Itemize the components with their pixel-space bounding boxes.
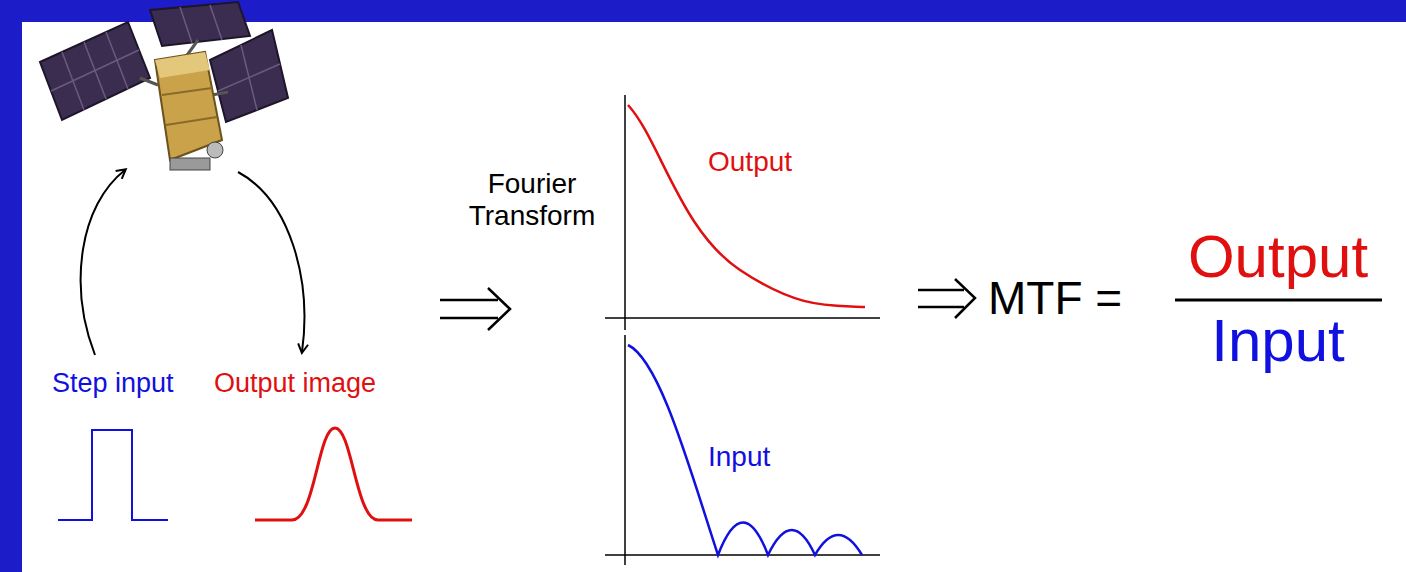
implies-arrow <box>440 288 510 330</box>
transform-label: Fourier Transform <box>457 168 607 232</box>
input-spectrum <box>628 345 862 555</box>
input-label: Step input <box>52 368 174 399</box>
denominator: Input <box>1211 306 1344 375</box>
panel <box>22 22 1406 572</box>
step-pulse <box>58 430 168 520</box>
implies-arrow <box>918 279 975 318</box>
graph-axes <box>605 95 880 565</box>
graph-label: Output <box>708 146 792 178</box>
output-label: Output image <box>214 368 376 399</box>
curved-arrow <box>81 170 125 355</box>
graph-label: Input <box>708 441 770 473</box>
fraction-bar <box>1175 299 1382 302</box>
curved-arrow <box>238 172 304 352</box>
numerator: Output <box>1188 222 1368 291</box>
output-pulse <box>255 428 412 520</box>
satellite <box>40 2 288 170</box>
output-spectrum <box>628 105 865 307</box>
formula-label: MTF = <box>988 272 1122 325</box>
